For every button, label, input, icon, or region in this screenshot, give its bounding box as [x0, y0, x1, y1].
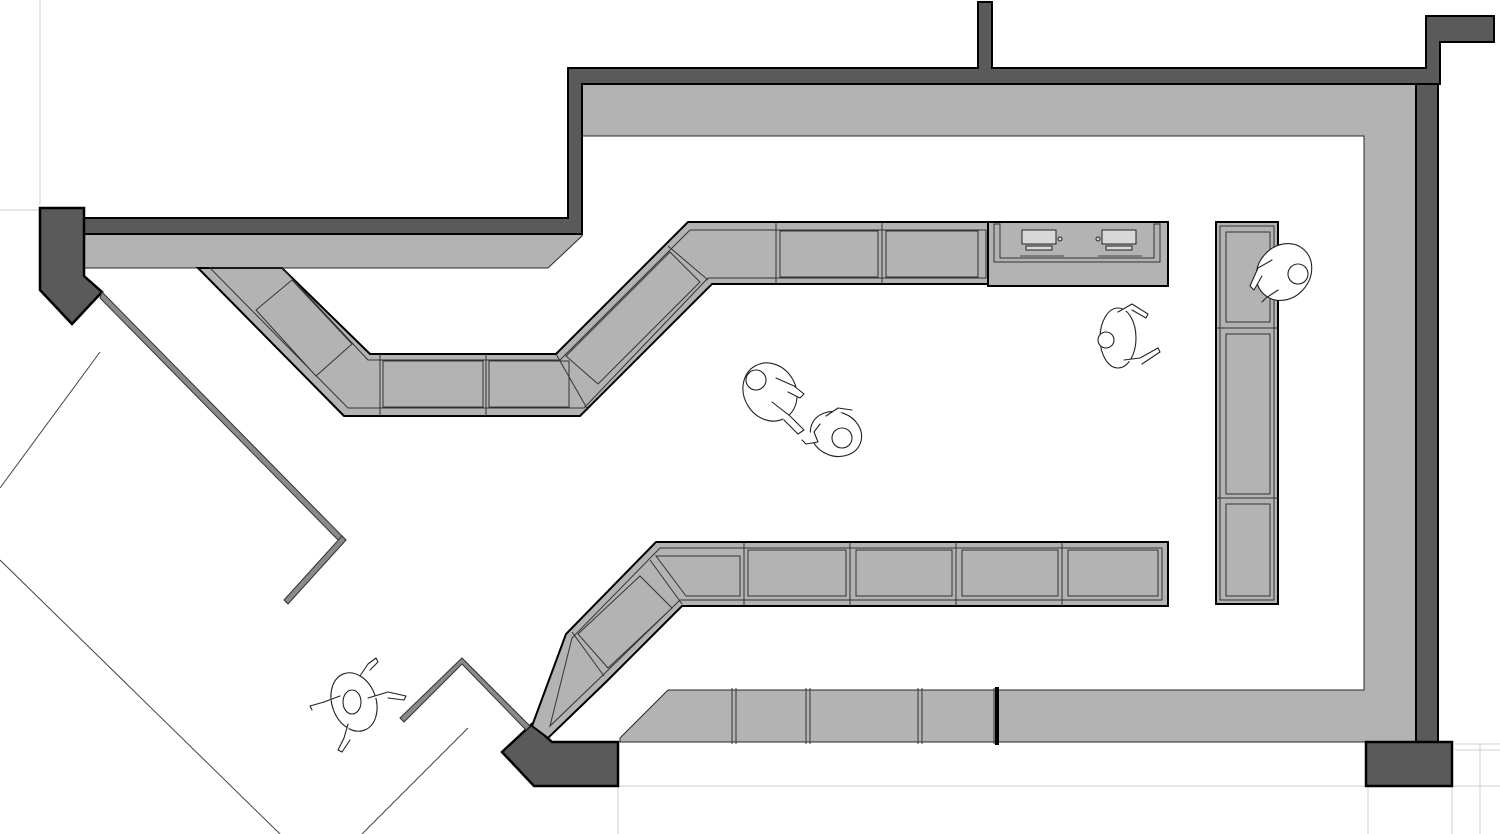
exterior-walls — [83, 1, 1495, 745]
display-panel — [1067, 549, 1159, 597]
register-knob — [1095, 236, 1101, 242]
person-arm — [309, 695, 341, 711]
person-figure — [1097, 303, 1161, 369]
register-knob — [1057, 236, 1063, 242]
person-shoulders — [1255, 243, 1313, 301]
display-panel — [488, 360, 570, 408]
panel-seam — [667, 245, 709, 281]
register-screen — [1101, 229, 1137, 245]
person-figure — [742, 362, 805, 435]
pier-bottom-center — [500, 722, 620, 788]
diagonal-line-3 — [361, 727, 469, 834]
display-panel — [255, 279, 353, 377]
wall-top — [83, 1, 1495, 235]
register-icon — [1020, 229, 1064, 257]
person-head — [831, 427, 853, 449]
person-head — [1287, 263, 1309, 285]
entrance-screen-right — [399, 657, 531, 731]
person-arm — [771, 401, 805, 435]
display-panel — [855, 549, 953, 597]
person-head — [1097, 331, 1115, 349]
display-panel — [655, 555, 741, 597]
register-counter-outline — [987, 221, 1169, 287]
person-arm — [1261, 289, 1279, 303]
display-panel — [1225, 503, 1271, 597]
display-panel — [885, 230, 979, 278]
register-counter-recess — [993, 223, 1161, 263]
person-arm — [775, 377, 805, 399]
person-figure — [1249, 243, 1313, 303]
person-arm — [1249, 259, 1273, 291]
wall-right — [1415, 83, 1439, 743]
display-panel — [1225, 333, 1271, 495]
person-arm — [801, 423, 821, 445]
display-panel — [779, 230, 879, 278]
panel-seam — [555, 353, 589, 411]
person-arm — [1117, 303, 1149, 319]
register-base — [1105, 245, 1133, 251]
diagonal-line-1 — [0, 559, 281, 834]
display-panel — [961, 549, 1059, 597]
panel-seam — [649, 559, 683, 605]
entrance — [99, 291, 531, 731]
register-counter — [987, 221, 1169, 287]
lower-display-counter — [530, 541, 1169, 740]
person-arm — [1123, 347, 1161, 365]
panel-seam — [571, 631, 605, 677]
island-counter — [1215, 221, 1279, 605]
person-arm — [359, 657, 379, 677]
person-arm — [367, 691, 407, 701]
display-panel — [382, 360, 484, 408]
lower-counter-inner-edge — [549, 547, 1163, 728]
display-panel — [747, 549, 847, 597]
upper-display-counter — [195, 221, 989, 417]
bottom-wall-niches — [731, 688, 995, 744]
person-arm — [825, 407, 853, 417]
person-figure — [801, 407, 863, 458]
wall-bottom-right — [995, 687, 999, 745]
register-icon — [1095, 229, 1142, 257]
ledge-left — [83, 233, 583, 269]
display-panel — [565, 251, 701, 385]
diagonal-line-2 — [0, 351, 101, 489]
upper-counter-inner-edge — [208, 229, 987, 409]
pier-bottom-right — [1364, 740, 1454, 788]
ledge-top — [581, 83, 1417, 743]
register-screen — [1021, 229, 1057, 245]
entrance-screen-lower — [283, 535, 347, 605]
person-arm — [337, 723, 351, 753]
person-head — [745, 369, 767, 391]
person-head — [342, 689, 362, 715]
approach-lines — [0, 351, 469, 834]
register-base — [1025, 245, 1053, 251]
island-inner-edge — [1219, 225, 1275, 601]
display-panel — [577, 575, 673, 669]
person-figure — [309, 657, 407, 753]
